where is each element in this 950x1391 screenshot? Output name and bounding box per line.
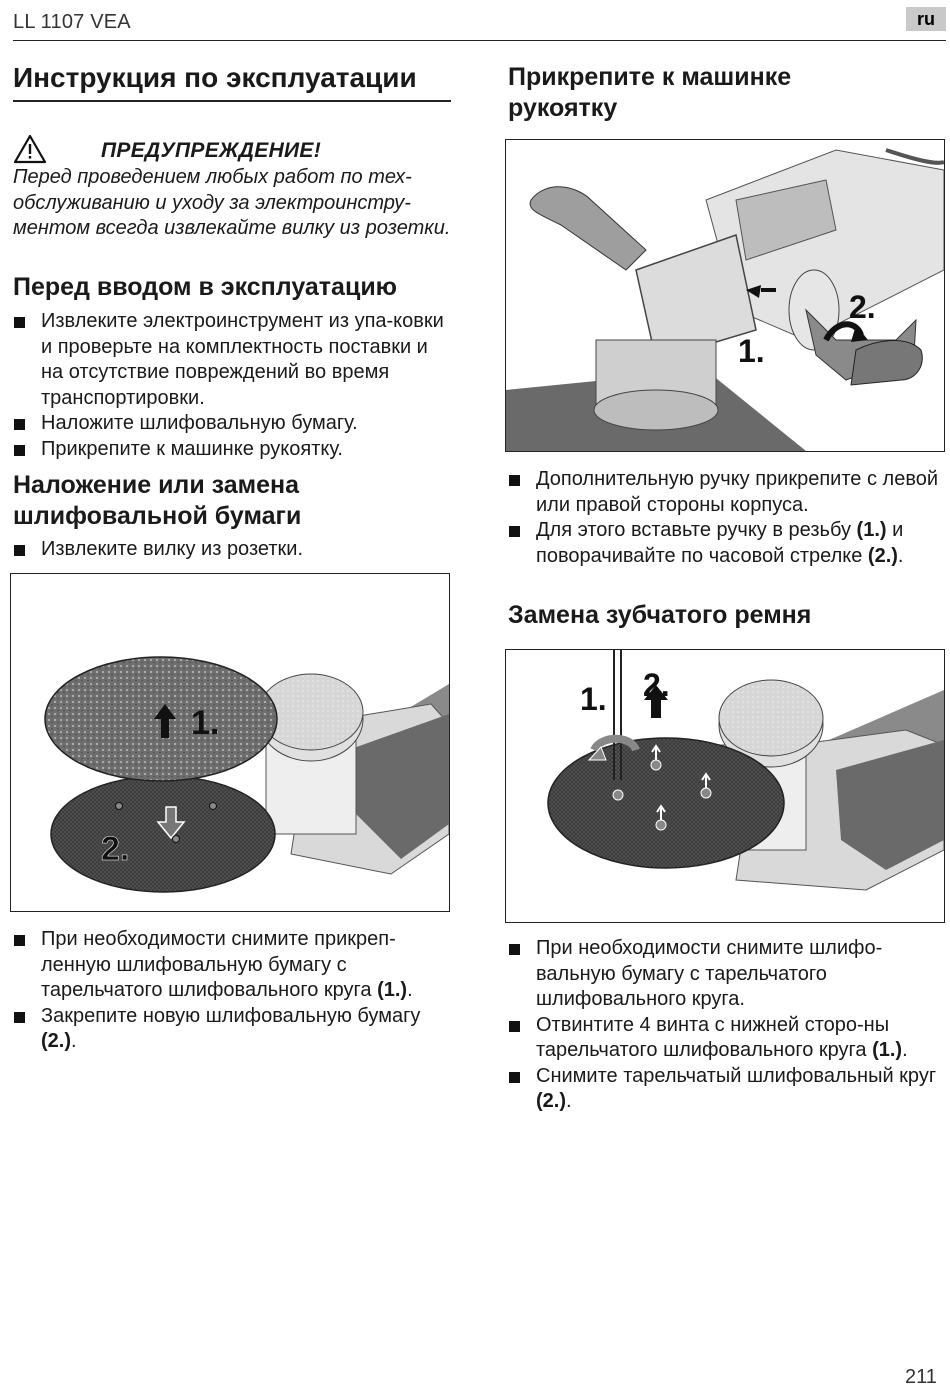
- warning-text: Перед проведением любых работ по тех-обс…: [13, 166, 451, 239]
- bullet-square-icon: [509, 1020, 520, 1032]
- bullet-square-icon: [14, 419, 25, 430]
- figure-label-2: 2.: [849, 289, 876, 325]
- warning-title: ПРЕДУПРЕЖДЕНИЕ!: [101, 139, 322, 162]
- bullet-square-icon: [14, 444, 25, 456]
- list-item: Наложите шлифовальную бумагу.: [13, 411, 453, 437]
- bullet-square-icon: [14, 317, 25, 328]
- figure-label-1: 1.: [191, 704, 219, 742]
- figure-sanding-paper: 1. 2.: [10, 573, 450, 912]
- list-item: Прикрепите к машинке рукоятку.: [13, 437, 453, 463]
- warning-triangle-icon: [13, 134, 47, 164]
- paper-list-top: Извлеките вилку из розетки.: [13, 537, 453, 563]
- figure-label-2: 2.: [643, 667, 670, 703]
- heading-sanding-paper: Наложение или замена шлифовальной бумаги: [13, 471, 302, 530]
- heading-attach-handle: Прикрепите к машинке рукоятку: [508, 63, 792, 122]
- figure-label-1: 1.: [738, 333, 765, 369]
- list-item: Извлеките электроинструмент из упа-ковки…: [13, 309, 453, 411]
- header-divider: [13, 40, 946, 41]
- handle-illustration: 1. 2.: [506, 148, 944, 451]
- heading-belt-replacement: Замена зубчатого ремня: [508, 601, 812, 629]
- list-item: При необходимости снимите прикреп-ленную…: [13, 927, 453, 1004]
- list-item: При необходимости снимите шлифо-вальную …: [508, 936, 948, 1013]
- bullet-square-icon: [14, 1011, 25, 1023]
- figure-label-2: 2.: [101, 830, 129, 868]
- figure-belt-replacement: 1. 2.: [505, 649, 945, 923]
- handle-list: Дополнительную ручку прикрепите с левой …: [508, 467, 948, 569]
- list-item: Дополнительную ручку прикрепите с левой …: [508, 467, 948, 518]
- bullet-square-icon: [509, 475, 520, 486]
- heading-before-use: Перед вводом в эксплуатацию: [13, 273, 398, 301]
- belt-list: При необходимости снимите шлифо-вальную …: [508, 936, 948, 1115]
- list-item: Отвинтите 4 винта с нижней сторо-ны таре…: [508, 1013, 948, 1064]
- page-title: Инструкция по эксплуатации: [13, 62, 451, 102]
- list-item: Снимите тарельчатый шлифовальный круг (2…: [508, 1064, 948, 1115]
- sanding-paper-illustration: 1. 2.: [44, 656, 449, 893]
- list-item: Закрепите новую шлифовальную бумагу (2.)…: [13, 1004, 453, 1055]
- list-item: Извлеките вилку из розетки.: [13, 537, 453, 563]
- figure-label-1: 1.: [580, 681, 607, 717]
- bullet-square-icon: [509, 1071, 520, 1083]
- belt-illustration: 1. 2.: [547, 650, 944, 891]
- figure-attach-handle: 1. 2.: [505, 139, 945, 452]
- header-model: LL 1107 VEA: [13, 11, 131, 33]
- bullet-square-icon: [14, 935, 25, 946]
- page-number: 211: [905, 1366, 937, 1388]
- bullet-square-icon: [509, 526, 520, 537]
- bullet-square-icon: [14, 545, 25, 556]
- bullet-square-icon: [509, 944, 520, 955]
- paper-list-bottom: При необходимости снимите прикреп-ленную…: [13, 927, 453, 1055]
- language-badge: ru: [906, 7, 946, 31]
- before-use-list: Извлеките электроинструмент из упа-ковки…: [13, 309, 453, 462]
- list-item: Для этого вставьте ручку в резьбу (1.) и…: [508, 518, 948, 569]
